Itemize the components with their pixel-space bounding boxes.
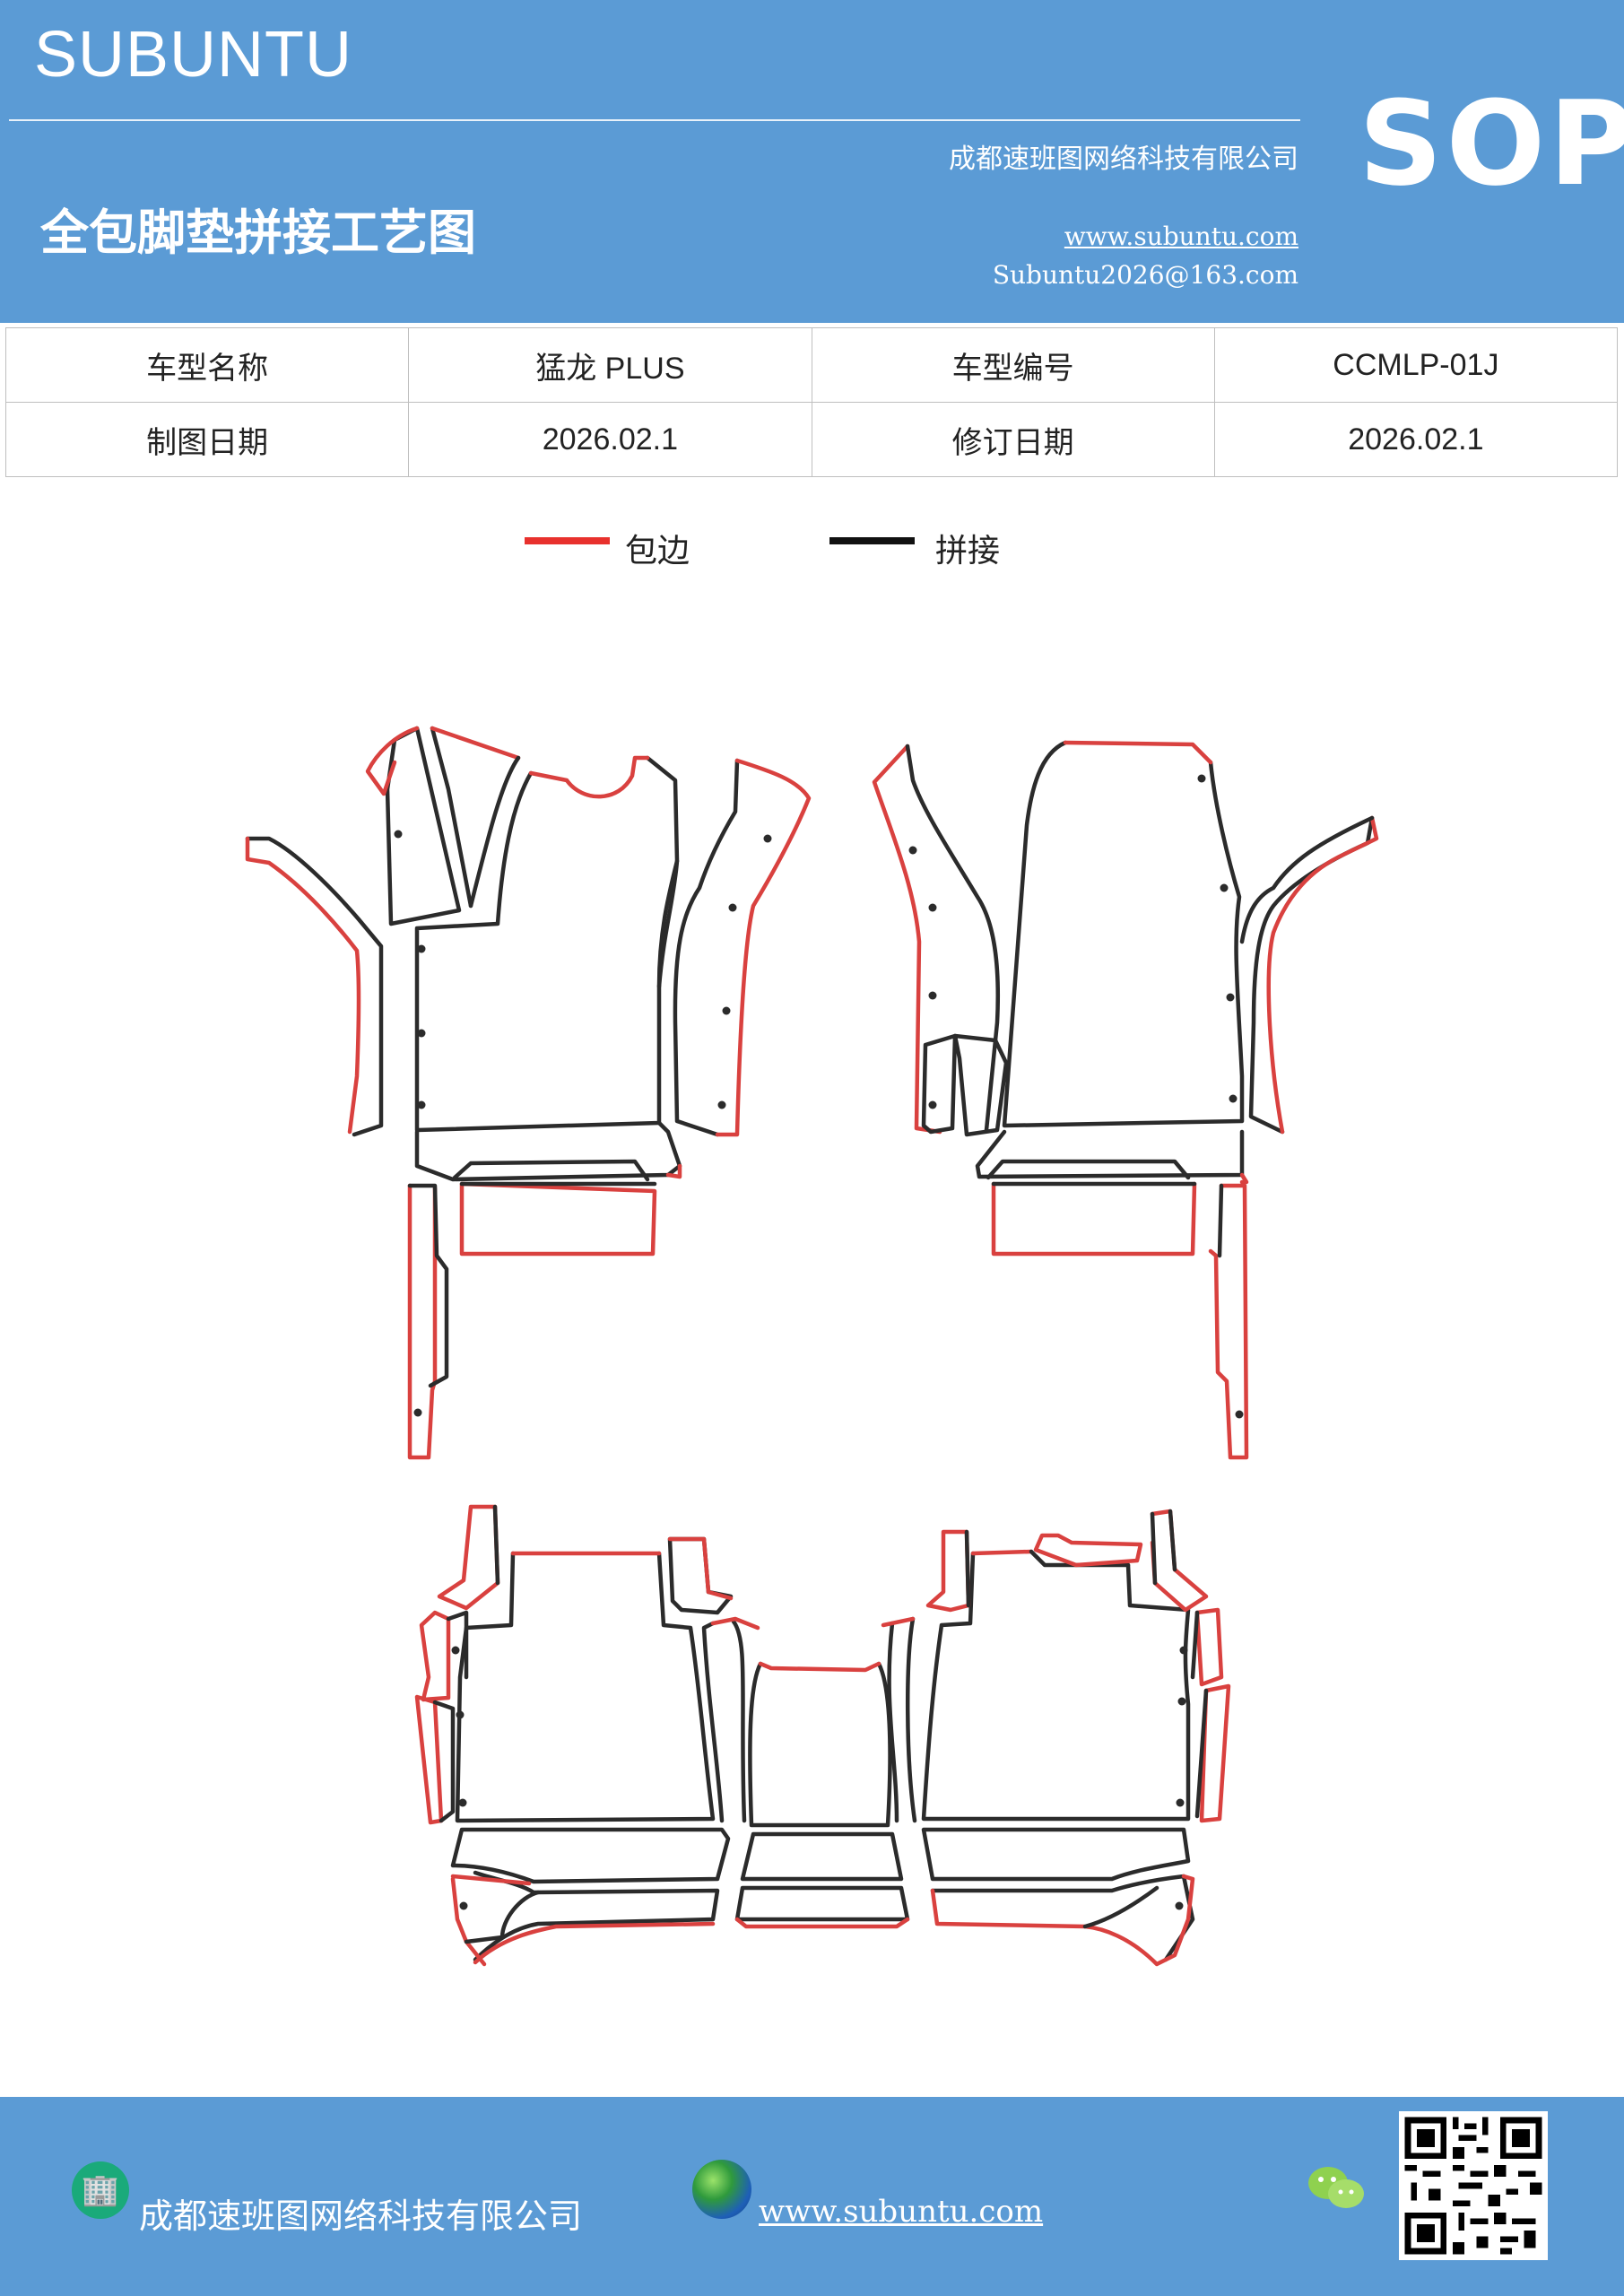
rear-right-main-mat xyxy=(921,1551,1191,1822)
model-code-value: CCMLP-01J xyxy=(1213,327,1619,403)
footer-website-link[interactable]: www.subuntu.com xyxy=(759,2194,1044,2230)
front-left-tunnel-strip xyxy=(673,758,740,1137)
footer-banner: 🏢 成都速班图网络科技有限公司 www.subuntu.com xyxy=(0,2097,1624,2296)
front-right-heel-pad xyxy=(975,1129,1245,1179)
front-right-main-mat xyxy=(1002,740,1245,1128)
rear-left-heel-row xyxy=(450,1827,731,1884)
rear-mat-group xyxy=(414,1504,1231,1967)
header-divider xyxy=(9,119,1300,121)
footer-company-name: 成都速班图网络科技有限公司 xyxy=(139,2196,583,2236)
qr-code[interactable] xyxy=(1399,2111,1548,2260)
contact-email[interactable]: Subuntu2026@163.com xyxy=(992,260,1298,290)
legend-seam-swatch xyxy=(829,537,915,544)
rear-left-main-mat xyxy=(455,1551,716,1823)
brand-name: SUBUNTU xyxy=(34,19,353,91)
drawing-date-label: 制图日期 xyxy=(4,402,410,477)
model-code-label: 车型编号 xyxy=(811,327,1215,403)
front-left-side-panel xyxy=(245,836,384,1137)
legend: 包边 拼接 xyxy=(0,525,1624,578)
front-left-front-panel xyxy=(459,1181,657,1257)
website-link[interactable]: www.subuntu.com xyxy=(1064,222,1298,251)
front-right-sill-strip xyxy=(1208,1183,1249,1460)
legend-binding-label: 包边 xyxy=(625,533,690,570)
model-name-label: 车型名称 xyxy=(4,327,410,403)
floor-mat-diagram xyxy=(245,726,1379,1967)
header-banner: SUBUNTU SOP 成都速班图网络科技有限公司 全包脚垫拼接工艺图 www.… xyxy=(0,0,1624,323)
rear-center-hump-mat xyxy=(701,1619,747,1823)
vehicle-info-table: 车型名称 猛龙 PLUS 车型编号 CCMLP-01J 制图日期 2026.02… xyxy=(4,327,1619,477)
revision-date-label: 修订日期 xyxy=(811,402,1215,477)
front-left-sill-strip xyxy=(407,1183,438,1460)
company-name: 成都速班图网络科技有限公司 xyxy=(949,144,1298,175)
front-right-side-panel xyxy=(872,744,942,1135)
company-icon: 🏢 xyxy=(72,2161,129,2219)
model-name-value: 猛龙 PLUS xyxy=(408,327,812,403)
front-left-main-mat xyxy=(414,755,680,1133)
document-title: 全包脚垫拼接工艺图 xyxy=(40,204,476,261)
rear-center-heel-row xyxy=(740,1831,904,1882)
front-left-pillar-piece xyxy=(385,726,462,926)
drawing-date-value: 2026.02.1 xyxy=(408,402,812,477)
front-right-front-panel xyxy=(991,1181,1197,1257)
wechat-icon[interactable] xyxy=(1305,2161,1368,2215)
revision-date-value: 2026.02.1 xyxy=(1213,402,1619,477)
front-right-mat-group xyxy=(872,740,1379,1460)
rear-left-door-sill xyxy=(437,1504,500,1611)
legend-binding-swatch xyxy=(525,537,610,544)
sop-badge: SOP xyxy=(1359,75,1624,212)
front-right-door-piece xyxy=(921,1033,958,1135)
legend-seam-label: 拼接 xyxy=(935,533,1001,570)
rear-right-heel-row xyxy=(921,1827,1191,1882)
globe-icon xyxy=(692,2160,751,2219)
front-left-mat-group xyxy=(245,726,812,1460)
table-row: 制图日期 2026.02.1 修订日期 2026.02.1 xyxy=(4,402,1619,477)
table-row: 车型名称 猛龙 PLUS 车型编号 CCMLP-01J xyxy=(4,327,1619,403)
mounting-points xyxy=(394,774,1244,1910)
